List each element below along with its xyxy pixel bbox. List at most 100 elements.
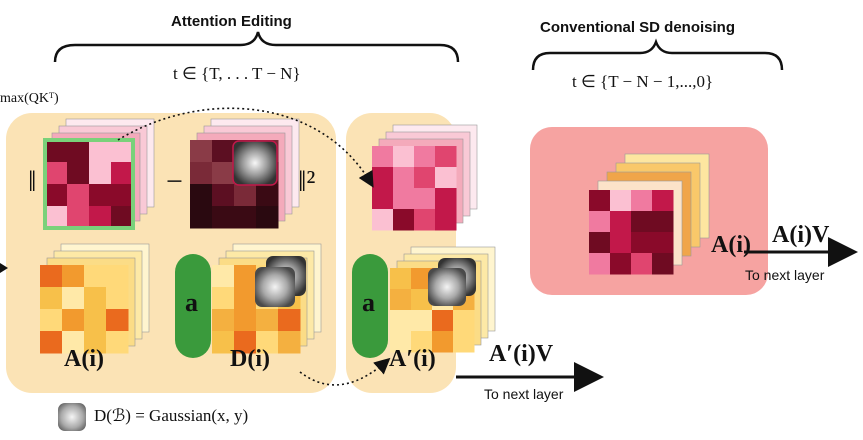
attention-editing-brace: [53, 31, 460, 63]
minus-sign: −: [166, 165, 183, 198]
attention-map-edited-cell: [435, 188, 457, 210]
gaussian-legend-icon: [58, 403, 86, 431]
attention-map-A-cell: [40, 309, 63, 332]
norm-open: ‖: [28, 165, 37, 198]
input-arrow-stub: [0, 263, 8, 273]
norm-close-squared: ‖²: [298, 165, 316, 198]
conventional-brace: [531, 38, 784, 71]
softmax-label: max(QKᵀ): [0, 91, 59, 106]
editing-time-range: t ∈ {T, . . . T − N}: [173, 64, 301, 83]
attention-map-D-cell: [256, 309, 279, 332]
attention-map-edited-cell: [393, 188, 415, 210]
pill-a-left-label: a: [185, 288, 198, 317]
to-next-layer-conv: To next layer: [745, 267, 825, 283]
attention-map-conventional-cell: [610, 190, 632, 212]
attention-map-A-cell: [106, 331, 129, 354]
attention-map-edited-cell: [393, 146, 415, 168]
attention-map-softmax-cell: [67, 206, 90, 229]
attention-map-conventional-cell: [589, 232, 611, 254]
attention-map-softmax-cell: [89, 184, 112, 207]
attention-map-D-cell: [212, 265, 235, 288]
attention-map-A-cell: [62, 331, 85, 354]
attention-map-edited-cell: [435, 167, 457, 189]
attention-map-A-cell: [106, 265, 129, 288]
attention-map-conventional-cell: [652, 211, 674, 233]
attention-map-A-cell: [62, 309, 85, 332]
conventional-time-range: t ∈ {T − N − 1,...,0}: [572, 72, 714, 91]
target-gaussian: [232, 140, 278, 186]
attention-map-A-prime-cell: [453, 310, 475, 332]
attention-map-conventional-cell: [589, 211, 611, 233]
attention-map-softmax-cell: [111, 206, 134, 229]
attention-map-A-prime-cell: [411, 268, 433, 290]
attention-map-target-cell: [256, 206, 279, 229]
attention-map-softmax-cell: [89, 162, 112, 185]
attention-map-target-cell: [212, 162, 235, 185]
attention-map-edited-cell: [414, 188, 436, 210]
attention-map-D-cell: [234, 287, 257, 310]
attention-map-A-prime-cell: [432, 310, 454, 332]
dotted-arrow-bottom: [299, 357, 391, 386]
attention-map-A-prime-cell: [390, 310, 412, 332]
attention-map-target-cell: [190, 206, 213, 229]
attention-map-conventional-cell: [610, 211, 632, 233]
pill-a-right-label: a: [362, 288, 375, 317]
attention-map-A-prime-cell: [390, 289, 412, 311]
attention-map-D-cell: [278, 331, 301, 354]
attention-map-edited-cell: [435, 209, 457, 231]
attention-map-A-cell: [106, 287, 129, 310]
to-next-layer-edit: To next layer: [484, 386, 564, 402]
attention-map-A-prime-cell: [390, 331, 412, 353]
attention-map-D-cell: [278, 309, 301, 332]
attention-map-conventional-cell: [610, 253, 632, 275]
label-A-prime-i: A′(i): [389, 346, 436, 372]
attention-map-D-cell: [212, 287, 235, 310]
attention-map-softmax-cell: [45, 184, 68, 207]
attention-map-conventional-cell: [589, 253, 611, 275]
attention-map-A-cell: [40, 265, 63, 288]
attention-map-conventional-cell: [652, 190, 674, 212]
attention-map-conventional-cell: [610, 232, 632, 254]
attention-map-softmax-cell: [67, 140, 90, 163]
attention-map-softmax-cell: [111, 162, 134, 185]
attention-map-A-prime-cell: [411, 289, 433, 311]
attention-map-target-cell: [234, 184, 257, 207]
attention-map-conventional-cell: [631, 190, 653, 212]
attention-map-target-cell: [190, 140, 213, 163]
attention-map-softmax-cell: [45, 206, 68, 229]
attention-map-edited-cell: [393, 209, 415, 231]
attention-map-A-cell: [40, 331, 63, 354]
attention-map-A-cell: [84, 265, 107, 288]
attention-map-A-cell: [84, 287, 107, 310]
attention-map-edited-cell: [372, 188, 394, 210]
attention-map-A-cell: [106, 309, 129, 332]
attention-map-A-prime-cell: [390, 268, 412, 290]
attention-map-edited-cell: [372, 167, 394, 189]
attention-map-D-cell: [212, 331, 235, 354]
attention-map-edited-cell: [414, 167, 436, 189]
attention-map-edited-cell: [414, 146, 436, 168]
attention-map-edited-cell: [414, 209, 436, 231]
attention-map-A-cell: [62, 287, 85, 310]
conv-output-formula: A(i)V: [772, 222, 830, 248]
attention-map-softmax-cell: [111, 140, 134, 163]
attention-map-A-cell: [84, 309, 107, 332]
attention-map-A-cell: [40, 287, 63, 310]
attention-map-target-cell: [234, 206, 257, 229]
attention-map-D-cell: [234, 309, 257, 332]
attention-map-target-cell: [212, 206, 235, 229]
attention-map-edited-cell: [435, 146, 457, 168]
label-A-i: A(i): [64, 346, 104, 372]
attention-map-softmax-cell: [45, 140, 68, 163]
attention-map-conventional-cell: [631, 232, 653, 254]
attention-map-target-cell: [190, 184, 213, 207]
attention-map-target-cell: [212, 140, 235, 163]
attention-map-A-prime-cell: [411, 331, 433, 353]
attention-editing-header: Attention Editing: [171, 13, 292, 30]
conventional-denoising-header: Conventional SD denoising: [540, 19, 736, 36]
attention-map-A-cell: [84, 331, 107, 354]
attention-map-softmax-cell: [89, 206, 112, 229]
attention-map-target-cell: [212, 184, 235, 207]
